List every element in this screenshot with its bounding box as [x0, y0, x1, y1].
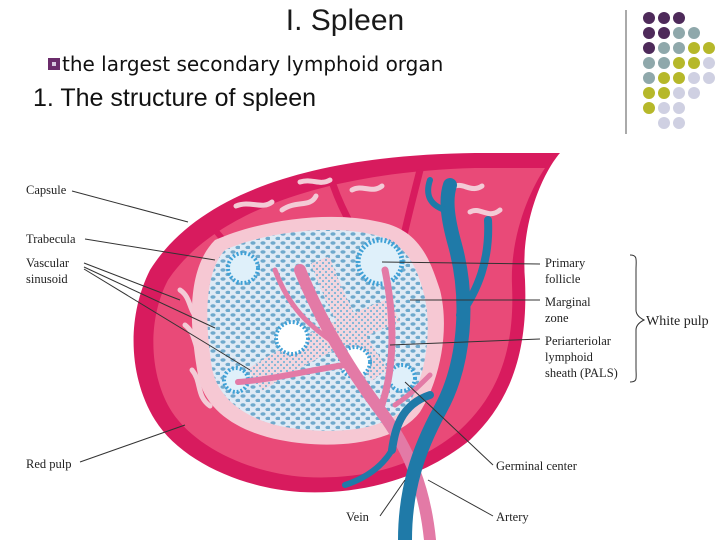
label-red-pulp: Red pulp — [26, 457, 71, 471]
label-white-pulp: White pulp — [646, 314, 709, 329]
label-vascular: Vascular — [26, 256, 70, 270]
pals-sheath — [247, 297, 400, 391]
slide-title: I. Spleen — [285, 4, 405, 37]
bullet-item: the largest secondary lymphoid organ — [48, 52, 443, 76]
label-artery: Artery — [496, 510, 529, 524]
label-germinal-center: Germinal center — [496, 459, 578, 473]
bullet-text: the largest secondary lymphoid organ — [62, 52, 444, 76]
label-marginal: Marginal — [545, 295, 591, 309]
label-lymphoid: lymphoid — [545, 350, 594, 364]
label-vein: Vein — [346, 510, 370, 524]
label-sheath-pals: sheath (PALS) — [545, 366, 618, 380]
label-sinusoid: sinusoid — [26, 272, 68, 286]
label-primary: Primary — [545, 256, 586, 270]
white-pulp-bracket — [629, 254, 646, 383]
vein-trunk — [398, 178, 471, 540]
spleen-diagram: Capsule Trabecula Vascular sinusoid Red … — [26, 153, 709, 540]
label-periarteriolar: Periarteriolar — [545, 334, 612, 348]
label-follicle: follicle — [545, 272, 581, 286]
decorative-dot-grid — [625, 10, 715, 134]
bullet-square-icon — [48, 58, 60, 70]
follicle-group — [222, 237, 417, 394]
section-heading: 1. The structure of spleen — [33, 84, 317, 112]
label-capsule: Capsule — [26, 183, 67, 197]
label-zone: zone — [545, 311, 569, 325]
label-trabecula: Trabecula — [26, 232, 76, 246]
